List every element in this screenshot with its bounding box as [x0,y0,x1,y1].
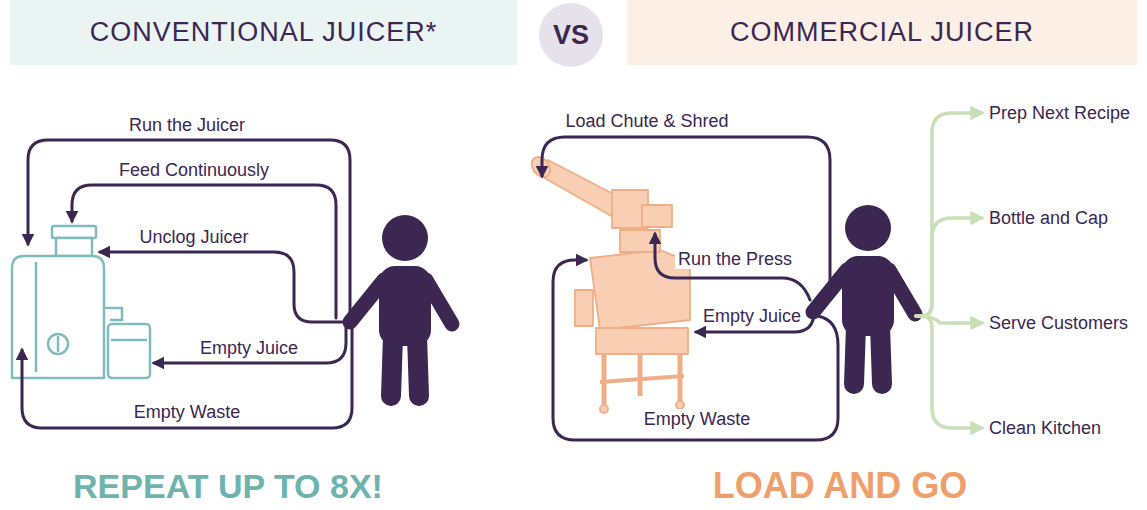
step-label: Run the Juicer [126,115,248,136]
person-arm [350,280,384,322]
task-arrow [542,137,830,306]
step-label: Feed Continuously [116,160,272,181]
step-label: Empty Waste [131,402,243,423]
person-leg [417,336,419,396]
step-label: Empty Juice [700,306,804,327]
task-arrows [22,113,982,440]
person-arm [889,270,915,314]
header-text: CONVENTIONAL JUICER* [90,17,438,48]
person-leg [880,326,882,384]
step-label: Load Chute & Shred [562,111,731,132]
juice-level [111,339,147,342]
motor-box [642,205,672,227]
juice-cup [108,324,150,378]
task-arrow [553,260,838,440]
juicer-body [12,256,104,378]
person-head [382,215,428,261]
stand-rail [600,376,684,382]
person-leg [854,326,856,384]
task-arrow [154,326,346,363]
stand-wheel [600,405,608,413]
conventional-juicer [12,226,150,378]
task-arrow [28,140,350,322]
juicer-chute [56,238,92,256]
juicer-lid [52,226,96,238]
vs-text: VS [553,20,589,51]
step-label: Run the Press [675,249,795,270]
task-arrow [22,328,352,428]
header-band: CONVENTIONAL JUICER* [10,0,517,65]
header-text: COMMERCIAL JUICER [730,17,1034,48]
person-leg [391,336,393,396]
juicer-seam [35,262,38,372]
tagline: LOAD AND GO [710,465,971,506]
task-arrow [100,252,342,322]
tagline: REPEAT UP TO 8X! [70,467,386,506]
header-band: COMMERCIAL JUICER [627,0,1137,65]
juicer-knob [48,334,68,354]
press-tray [596,328,688,354]
task-label: Clean Kitchen [986,418,1104,439]
step-label: Empty Juice [197,338,301,359]
vs-badge: VS [539,3,603,67]
step-label: Empty Waste [641,409,753,430]
task-label: Prep Next Recipe [986,103,1133,124]
juicer-knob-mark [57,336,60,352]
task-label: Bottle and Cap [986,208,1111,229]
branch-arrow [916,218,982,316]
branch-arrow [916,316,982,428]
juicer-spout [104,308,122,320]
task-arrow [655,234,810,300]
task-label: Serve Customers [986,313,1131,334]
branch-arrow [916,113,982,316]
press-handle [575,290,593,326]
step-label: Unclog Juicer [136,227,251,248]
person-head [845,205,891,251]
person-arm [426,280,452,324]
person-figure [350,215,452,396]
